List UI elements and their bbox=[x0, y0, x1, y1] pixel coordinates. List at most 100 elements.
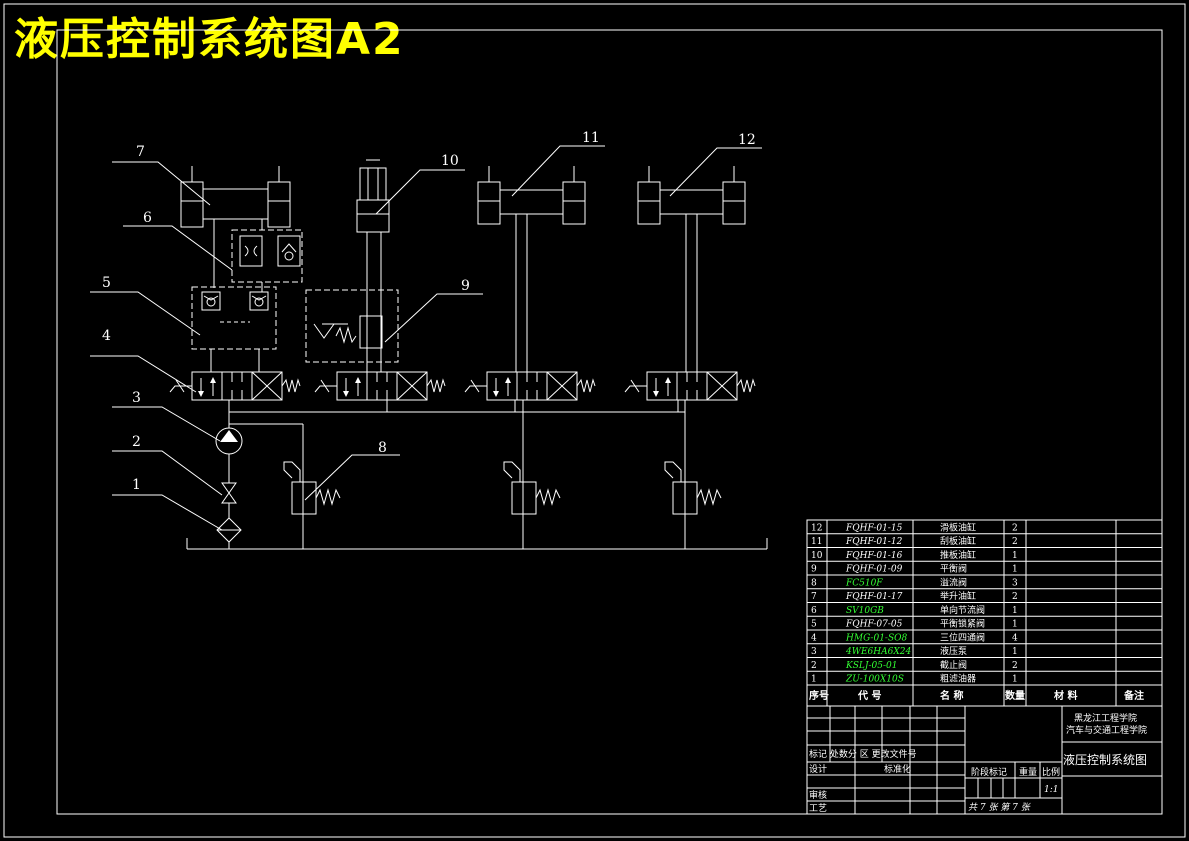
part-qty: 2 bbox=[1012, 661, 1018, 671]
parts-row: 10 FQHF-01-16 推板油缸 1 bbox=[807, 547, 1162, 561]
part-qty: 2 bbox=[1012, 523, 1018, 533]
process-label: 工艺 bbox=[809, 803, 827, 814]
callout-1: 1 bbox=[132, 477, 141, 493]
part-code: FQHF-01-12 bbox=[845, 537, 903, 547]
part-name: 三位四通阀 bbox=[940, 631, 985, 643]
parts-row: 11 FQHF-01-12 刮板油缸 2 bbox=[807, 533, 1162, 547]
outer-frame bbox=[3, 3, 1186, 838]
part-no: 10 bbox=[811, 551, 823, 561]
callout-2: 2 bbox=[132, 434, 141, 450]
part-name: 液压泵 bbox=[940, 645, 967, 657]
title-block: 标记 处数分 区 更改文件号 设计 标准化 审核 工艺 阶段标记 重量 比例 1… bbox=[807, 706, 1162, 814]
part-code: SV10GB bbox=[846, 606, 884, 616]
callout-leaders bbox=[90, 145, 762, 531]
callout-12: 12 bbox=[738, 132, 756, 148]
part-name: 举升油缸 bbox=[940, 590, 976, 602]
scale-value: 1:1 bbox=[1044, 785, 1058, 795]
part-no: 4 bbox=[811, 633, 817, 643]
part-code: HMG-01-SO8 bbox=[845, 633, 907, 643]
part-qty: 1 bbox=[1012, 565, 1018, 575]
part-no: 11 bbox=[811, 537, 822, 547]
header-remark: 备注 bbox=[1123, 689, 1144, 702]
parts-row: 5 FQHF-07-05 平衡锁紧阀 1 bbox=[807, 615, 1162, 630]
part-name: 滑板油缸 bbox=[940, 521, 976, 533]
review-label: 审核 bbox=[809, 789, 827, 801]
part-name: 溢流阀 bbox=[940, 576, 967, 588]
relief-valve-1 bbox=[283, 461, 341, 549]
callout-10: 10 bbox=[441, 153, 459, 169]
part-name: 刮板油缸 bbox=[940, 535, 976, 547]
stage-mark-label: 阶段标记 bbox=[971, 766, 1007, 778]
sheets: 共 7 张 第 7 张 bbox=[968, 802, 1032, 813]
filter-symbol bbox=[216, 517, 242, 543]
balance-valve bbox=[305, 289, 399, 363]
school-line-1: 黑龙江工程学院 bbox=[1074, 712, 1137, 724]
mark-row: 标记 处数分 区 更改文件号 bbox=[809, 748, 917, 760]
directional-valve-4 bbox=[624, 371, 756, 401]
relief-valve-2 bbox=[503, 461, 561, 549]
part-name: 粗滤油器 bbox=[940, 673, 976, 685]
part-code: ZU-100X10S bbox=[845, 675, 904, 685]
part-no: 5 bbox=[811, 620, 817, 630]
parts-row: 12 FQHF-01-15 滑板油缸 2 bbox=[811, 521, 1018, 533]
part-no: 6 bbox=[811, 606, 817, 616]
directional-valve-2 bbox=[314, 371, 446, 401]
drawing-name: 液压控制系统图 bbox=[1063, 752, 1147, 767]
part-no: 12 bbox=[811, 523, 822, 533]
part-name: 平衡阀 bbox=[940, 563, 967, 575]
part-no: 1 bbox=[811, 675, 817, 685]
part-qty: 1 bbox=[1012, 620, 1018, 630]
part-no: 8 bbox=[811, 578, 817, 588]
stop-valve-symbol bbox=[221, 482, 237, 504]
part-no: 9 bbox=[811, 565, 817, 575]
inner-frame bbox=[56, 29, 1163, 815]
header-name: 名 称 bbox=[940, 689, 963, 702]
callout-5: 5 bbox=[102, 275, 111, 291]
part-code: FQHF-07-05 bbox=[845, 620, 903, 630]
part-qty: 2 bbox=[1012, 537, 1018, 547]
part-qty: 3 bbox=[1012, 578, 1018, 588]
parts-row: 7 FQHF-01-17 举升油缸 2 bbox=[807, 588, 1162, 602]
part-qty: 1 bbox=[1012, 606, 1018, 616]
part-code: FQHF-01-16 bbox=[845, 551, 903, 561]
callout-4: 4 bbox=[102, 328, 111, 344]
part-name: 平衡锁紧阀 bbox=[940, 618, 985, 630]
header-qty: 数量 bbox=[1005, 689, 1025, 702]
parts-row: 3 4WE6HA6X24 液压泵 1 bbox=[807, 643, 1162, 657]
part-code: FQHF-01-17 bbox=[845, 592, 903, 602]
lift-cylinders bbox=[180, 166, 291, 228]
locking-valve bbox=[191, 286, 277, 350]
part-code: 4WE6HA6X24 bbox=[845, 647, 911, 657]
directional-valve-3 bbox=[464, 371, 596, 401]
part-code: KSLJ-05-01 bbox=[845, 661, 897, 671]
weight-label: 重量 bbox=[1019, 766, 1037, 778]
part-name: 单向节流阀 bbox=[940, 604, 985, 616]
parts-row: 6 SV10GB 单向节流阀 1 bbox=[807, 602, 1162, 616]
part-no: 7 bbox=[811, 592, 817, 602]
part-code: FQHF-01-15 bbox=[845, 523, 903, 533]
header-seq: 序号 bbox=[809, 689, 829, 702]
school-line-2: 汽车与交通工程学院 bbox=[1066, 724, 1147, 736]
callout-7: 7 bbox=[136, 144, 145, 160]
part-no: 3 bbox=[811, 647, 817, 657]
callout-11: 11 bbox=[582, 130, 600, 146]
callout-8: 8 bbox=[378, 440, 387, 456]
push-cylinder bbox=[356, 159, 390, 233]
throttle-check-valve bbox=[231, 229, 303, 283]
part-qty: 2 bbox=[1012, 592, 1018, 602]
slide-cylinders bbox=[637, 166, 746, 225]
scraper-cylinders bbox=[477, 166, 586, 225]
drawing-title: 液压控制系统图A2 bbox=[14, 14, 405, 65]
part-qty: 1 bbox=[1012, 551, 1018, 561]
part-no: 2 bbox=[811, 661, 817, 671]
directional-valve-1 bbox=[169, 371, 301, 401]
callout-3: 3 bbox=[132, 390, 141, 406]
part-name: 推板油缸 bbox=[940, 549, 976, 561]
part-qty: 1 bbox=[1012, 647, 1018, 657]
